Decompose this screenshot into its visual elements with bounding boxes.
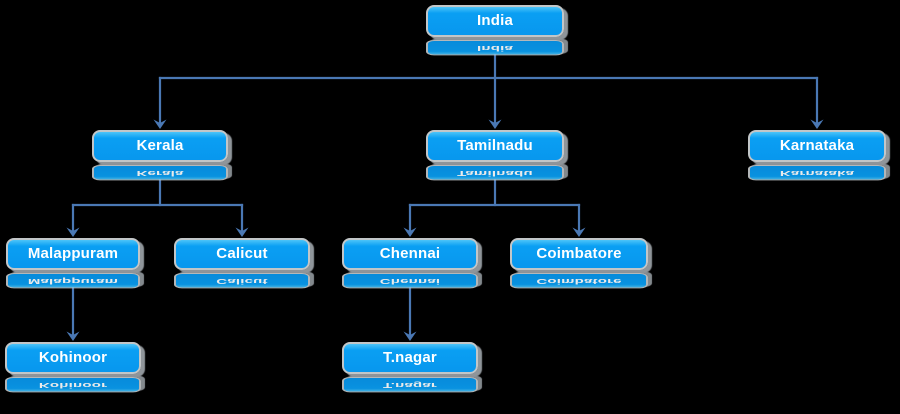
node-reflection: Tamilnadu — [426, 165, 564, 181]
arrowhead-icon — [403, 227, 417, 237]
connector-from-kerala — [66, 178, 249, 237]
node-reflection-label: Tamilnadu — [457, 169, 533, 178]
node-label: Malappuram — [27, 244, 119, 262]
connector-from-india — [153, 53, 824, 129]
connector-from-malappuram — [66, 286, 80, 341]
node-reflection: Malappuram — [6, 273, 140, 289]
node-reflection-label: Coimbatore — [536, 277, 622, 286]
node-reflection-label: Calicut — [216, 277, 268, 286]
node-box[interactable]: Calicut — [174, 238, 310, 270]
node-box[interactable]: Coimbatore — [510, 238, 648, 270]
node-label: Kerala — [136, 136, 184, 154]
node-reflection: Karnataka — [748, 165, 886, 181]
arrowhead-icon — [66, 331, 80, 341]
node-label: Karnataka — [779, 136, 855, 154]
node-reflection-label: T.nagar — [383, 381, 437, 390]
node-reflection-label: Malappuram — [27, 277, 119, 286]
node-box[interactable]: Tamilnadu — [426, 130, 564, 162]
connector-from-tamilnadu — [403, 178, 586, 237]
node-label: India — [476, 11, 513, 29]
connector-from-chennai — [403, 286, 417, 341]
node-reflection-label: Kohinoor — [38, 381, 108, 390]
node-reflection: Kohinoor — [5, 377, 141, 393]
node-label: Kohinoor — [38, 348, 108, 366]
node-reflection-label: Karnataka — [779, 169, 855, 178]
arrowhead-icon — [572, 227, 586, 237]
node-box[interactable]: Chennai — [342, 238, 478, 270]
node-label: Chennai — [379, 244, 441, 262]
arrowhead-icon — [810, 119, 824, 129]
arrowhead-icon — [403, 331, 417, 341]
node-box[interactable]: Kohinoor — [5, 342, 141, 374]
node-box[interactable]: Kerala — [92, 130, 228, 162]
node-box[interactable]: T.nagar — [342, 342, 478, 374]
node-label: Calicut — [216, 244, 268, 262]
node-reflection: Chennai — [342, 273, 478, 289]
node-reflection-label: India — [476, 44, 513, 53]
arrowhead-icon — [153, 119, 167, 129]
arrowhead-icon — [488, 119, 502, 129]
node-box[interactable]: India — [426, 5, 564, 37]
node-box[interactable]: Karnataka — [748, 130, 886, 162]
node-reflection: India — [426, 40, 564, 56]
node-label: T.nagar — [383, 348, 437, 366]
node-reflection: Calicut — [174, 273, 310, 289]
arrowhead-icon — [66, 227, 80, 237]
node-reflection: Coimbatore — [510, 273, 648, 289]
node-reflection: T.nagar — [342, 377, 478, 393]
node-reflection: Kerala — [92, 165, 228, 181]
node-label: Tamilnadu — [457, 136, 533, 154]
node-box[interactable]: Malappuram — [6, 238, 140, 270]
arrowhead-icon — [235, 227, 249, 237]
node-reflection-label: Kerala — [136, 169, 184, 178]
node-reflection-label: Chennai — [379, 277, 441, 286]
node-label: Coimbatore — [536, 244, 622, 262]
